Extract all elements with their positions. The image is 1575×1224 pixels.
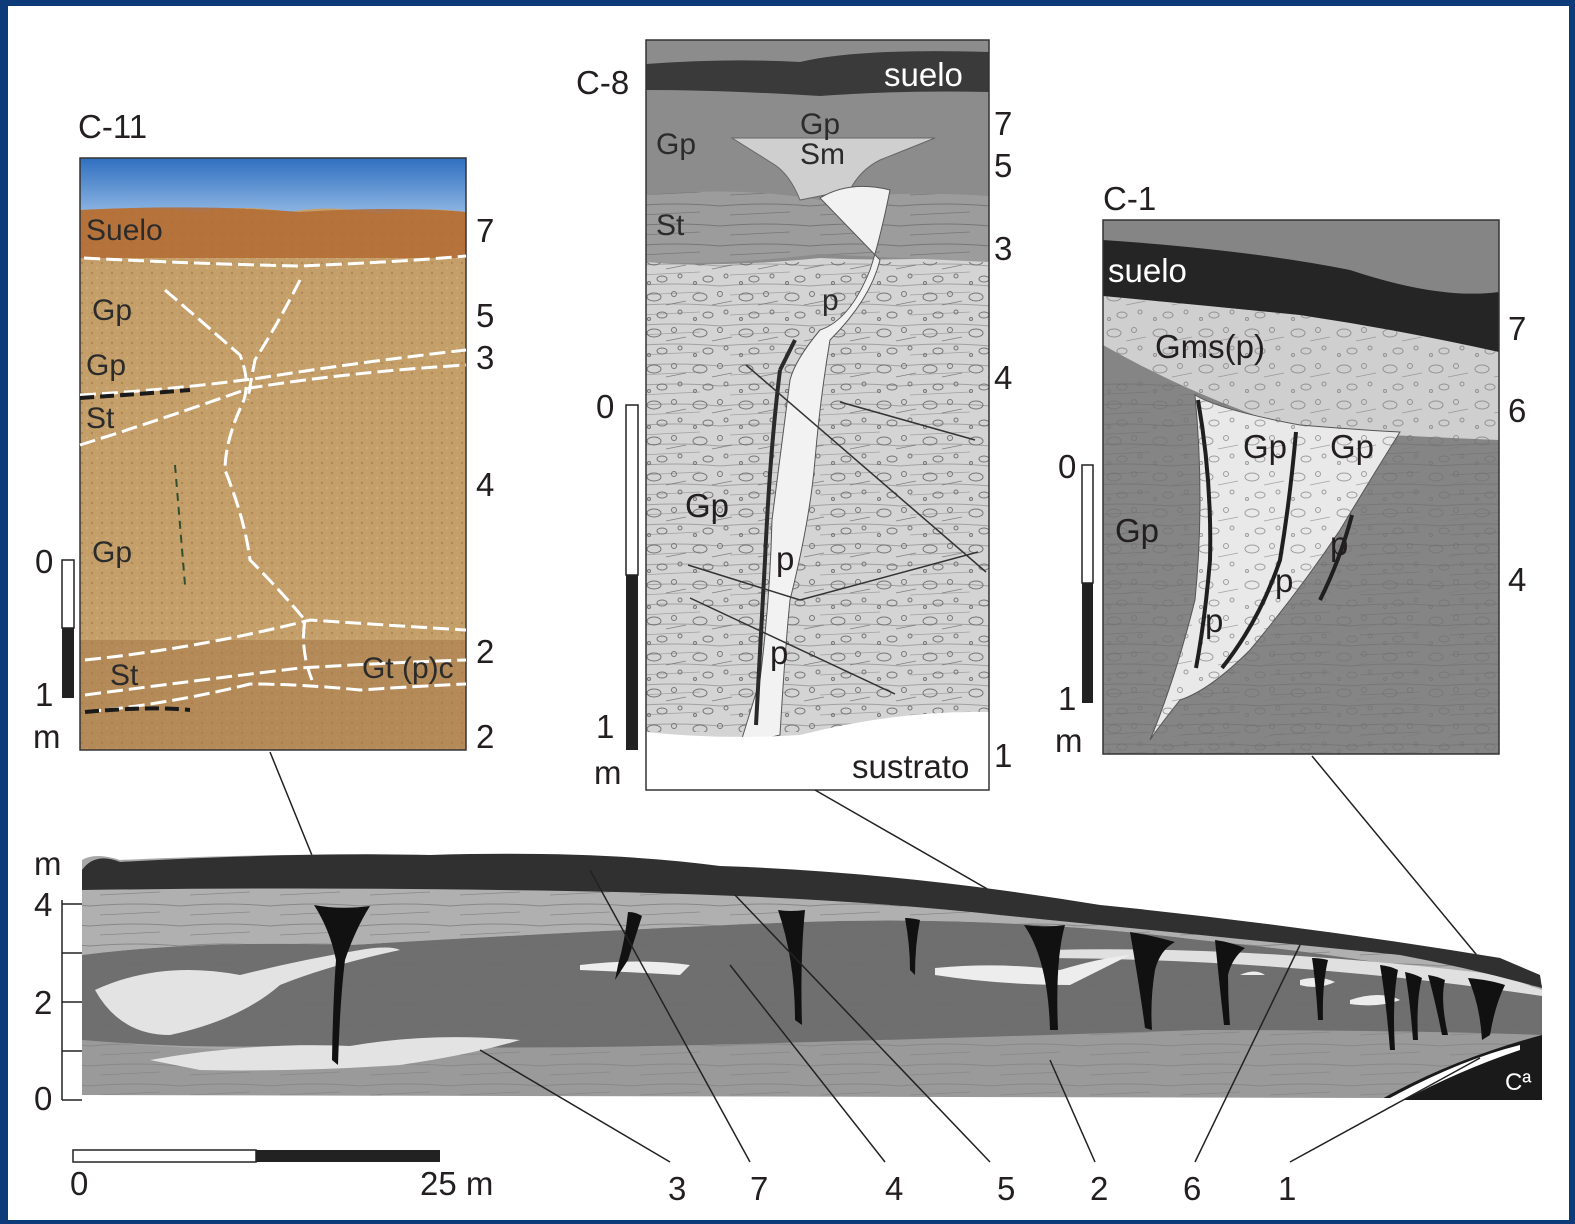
c1-scale-0: 0 <box>1058 448 1076 485</box>
c8-label-sustrato: sustrato <box>852 748 969 785</box>
c1-right-numbers: 7 6 4 <box>1508 310 1526 598</box>
c11-right-numbers: 7 5 3 4 2 2 <box>476 212 494 755</box>
c1-num-7: 7 <box>1508 310 1526 347</box>
c11-num-5: 5 <box>476 297 494 334</box>
scalebar-start: 0 <box>70 1165 88 1202</box>
c11-num-7: 7 <box>476 212 494 249</box>
c8-label-gp-1: Gp <box>656 128 696 161</box>
section-ca-label: Cª <box>1505 1069 1531 1096</box>
c8-title: C-8 <box>576 64 629 101</box>
bottom-label-7: 7 <box>750 1170 768 1207</box>
c1-num-6: 6 <box>1508 392 1526 429</box>
c8-label-st: St <box>656 209 685 242</box>
axis-tick-4: 4 <box>34 886 52 923</box>
axis-tick-2: 2 <box>34 984 52 1021</box>
c1-label-gp-1: Gp <box>1243 428 1287 465</box>
c1-label-gms: Gms(p) <box>1155 328 1265 365</box>
c11-label-gp-1: Gp <box>92 294 132 327</box>
section-bottom-labels: 3 7 4 5 2 6 1 <box>668 1170 1296 1207</box>
c11-sky <box>80 158 466 214</box>
c1-label-p-2: p <box>1275 562 1293 599</box>
c1-title: C-1 <box>1103 180 1156 217</box>
c11-label-st-1: St <box>86 402 115 435</box>
panel-c1: C-1 suelo Gms(p) Gp Gp Gp p p p 7 6 4 0 <box>1055 180 1526 759</box>
c1-label-p-1: p <box>1330 525 1348 562</box>
c1-label-suelo: suelo <box>1108 252 1187 289</box>
c11-label-gt: Gt (p)c <box>362 652 454 685</box>
scalebar-end: 25 m <box>420 1165 493 1202</box>
c8-label-p-3: p <box>770 634 788 671</box>
c8-scale-1: 1 <box>596 708 614 745</box>
c8-num-5: 5 <box>994 147 1012 184</box>
c8-label-sm: Sm <box>800 138 845 171</box>
panel-c8: C-8 suelo Gp Gp Sm St p Gp p p sustrato <box>576 40 1012 791</box>
c8-right-numbers: 7 5 3 4 1 <box>994 105 1012 774</box>
c1-scale-unit: m <box>1055 722 1083 759</box>
c8-label-p-1: p <box>822 284 839 317</box>
c1-label-p-3: p <box>1205 602 1223 639</box>
section-axis: m 4 2 0 <box>34 845 82 1117</box>
c8-num-3: 3 <box>994 230 1012 267</box>
bottom-label-5: 5 <box>997 1170 1015 1207</box>
axis-unit: m <box>34 845 62 882</box>
c11-scale-unit: m <box>33 718 61 755</box>
c11-label-suelo: Suelo <box>86 214 163 247</box>
c8-scale-bar: 0 1 m <box>594 388 638 791</box>
panel-c11: C-11 Suelo Gp Gp St Gp St Gt (p)c 7 5 <box>33 108 494 755</box>
geological-figure: C-11 Suelo Gp Gp St Gp St Gt (p)c 7 5 <box>8 6 1569 1220</box>
c1-label-gp-3: Gp <box>1115 512 1159 549</box>
c1-scale-1: 1 <box>1058 680 1076 717</box>
bottom-label-2: 2 <box>1090 1170 1108 1207</box>
c11-num-2b: 2 <box>476 718 494 755</box>
c8-num-1: 1 <box>994 737 1012 774</box>
c1-scale-bar: 0 1 m <box>1055 448 1093 759</box>
horizontal-scale-bar: 0 25 m <box>70 1150 493 1202</box>
c11-scale-1: 1 <box>35 676 53 713</box>
c11-num-3: 3 <box>476 339 494 376</box>
c11-label-gp-3: Gp <box>92 536 132 569</box>
c11-num-4: 4 <box>476 466 494 503</box>
bottom-label-6: 6 <box>1183 1170 1201 1207</box>
c8-label-gp-3: Gp <box>685 487 729 524</box>
c8-label-p-2: p <box>776 540 794 577</box>
c8-label-suelo: suelo <box>884 56 963 93</box>
bottom-label-4: 4 <box>885 1170 903 1207</box>
c1-num-4: 4 <box>1508 561 1526 598</box>
c8-scale-0: 0 <box>596 388 614 425</box>
c11-title: C-11 <box>78 108 147 145</box>
axis-tick-0: 0 <box>34 1080 52 1117</box>
c8-num-7: 7 <box>994 105 1012 142</box>
bottom-label-1: 1 <box>1278 1170 1296 1207</box>
c11-scale-bar: 0 1 m <box>33 543 74 755</box>
c8-num-4: 4 <box>994 359 1012 396</box>
c11-scale-0: 0 <box>35 543 53 580</box>
c11-label-gp-2: Gp <box>86 349 126 382</box>
c8-label-gp-2: Gp <box>800 108 840 141</box>
bottom-label-3: 3 <box>668 1170 686 1207</box>
c11-num-2a: 2 <box>476 633 494 670</box>
c8-scale-unit: m <box>594 754 622 791</box>
figure-frame: C-11 Suelo Gp Gp St Gp St Gt (p)c 7 5 <box>8 6 1569 1220</box>
c1-label-gp-2: Gp <box>1330 428 1374 465</box>
c11-label-st-2: St <box>110 659 139 692</box>
